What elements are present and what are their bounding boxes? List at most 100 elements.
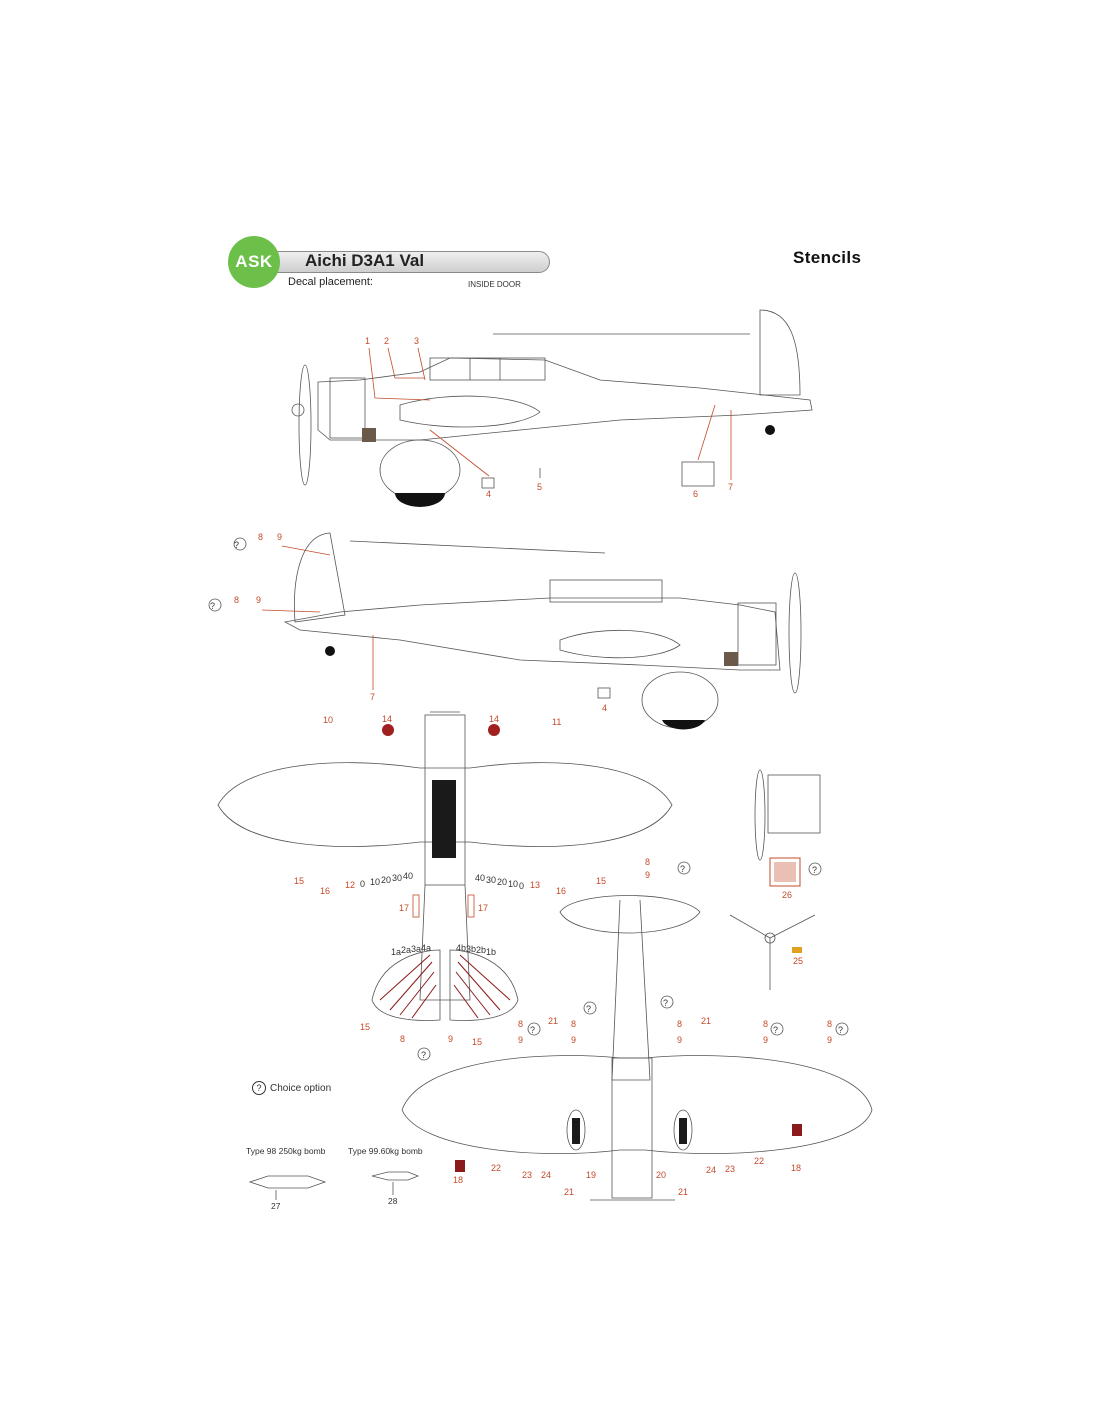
svg-text:8: 8 [234,595,239,605]
svg-text:7: 7 [370,692,375,702]
svg-text:19: 19 [586,1170,596,1180]
svg-text:8: 8 [400,1034,405,1044]
svg-text:9: 9 [448,1034,453,1044]
svg-text:15: 15 [294,876,304,886]
svg-text:3: 3 [414,336,419,346]
svg-text:9: 9 [677,1035,682,1045]
section-title: Stencils [793,248,862,267]
svg-text:20: 20 [381,875,391,885]
svg-text:23: 23 [522,1170,532,1180]
svg-text:16: 16 [320,886,330,896]
bomb-60-number: 28 [388,1196,398,1206]
page-title: Aichi D3A1 Val [305,251,425,270]
engine-detail: ? 26 [754,769,822,900]
svg-text:21: 21 [548,1016,558,1026]
svg-text:4a: 4a [421,943,431,953]
svg-text:30: 30 [392,873,402,883]
svg-text:4: 4 [602,703,607,713]
svg-text:11: 11 [552,717,561,727]
svg-text:20: 20 [656,1170,666,1180]
svg-text:24: 24 [541,1170,551,1180]
svg-text:?: ? [812,865,817,875]
svg-text:1: 1 [365,336,370,346]
svg-text:22: 22 [754,1156,764,1166]
svg-text:24: 24 [706,1165,716,1175]
svg-text:?: ? [680,864,685,874]
svg-text:25: 25 [793,956,803,966]
svg-text:14: 14 [489,714,499,724]
svg-text:0: 0 [360,879,365,889]
svg-text:20: 20 [497,877,507,887]
svg-text:21: 21 [678,1187,688,1197]
svg-text:8: 8 [645,857,650,867]
svg-text:8: 8 [258,532,263,542]
svg-text:26: 26 [782,890,792,900]
svg-text:?: ? [773,1025,778,1035]
bomb-250-number: 27 [271,1201,281,1211]
svg-text:23: 23 [725,1164,735,1174]
svg-text:12: 12 [345,880,355,890]
svg-text:14: 14 [382,714,392,724]
svg-text:10: 10 [323,715,333,725]
svg-text:0: 0 [519,881,524,891]
svg-text:17: 17 [478,903,488,913]
svg-text:13: 13 [530,880,540,890]
decal-placement-label: Decal placement: [288,276,373,288]
bomb-60-label: Type 99.60kg bomb [348,1146,423,1156]
svg-text:8: 8 [518,1019,523,1029]
svg-text:15: 15 [472,1037,482,1047]
svg-text:8: 8 [763,1019,768,1029]
svg-text:?: ? [421,1050,426,1060]
svg-text:18: 18 [453,1175,463,1185]
svg-text:21: 21 [564,1187,574,1197]
svg-text:8: 8 [827,1019,832,1029]
svg-text:9: 9 [256,595,261,605]
svg-text:9: 9 [827,1035,832,1045]
svg-text:6: 6 [693,489,698,499]
svg-text:3a: 3a [411,944,421,954]
bomb-250-label: Type 98 250kg bomb [246,1146,326,1156]
svg-text:?: ? [210,601,215,611]
svg-text:?: ? [838,1025,843,1035]
svg-text:7: 7 [728,482,733,492]
svg-text:8: 8 [677,1019,682,1029]
inside-door-label: INSIDE DOOR [468,280,521,289]
svg-text:?: ? [530,1025,535,1035]
svg-text:9: 9 [571,1035,576,1045]
svg-text:10: 10 [508,879,518,889]
svg-text:?: ? [663,998,668,1008]
svg-text:?: ? [586,1004,591,1014]
svg-text:?: ? [234,540,239,550]
svg-text:5: 5 [537,482,542,492]
svg-text:9: 9 [277,532,282,542]
svg-text:2: 2 [384,336,389,346]
svg-text:17: 17 [399,903,409,913]
underside-view: ? ? 21 8 9 8 9 ? 8 9 21 8 9 ? 8 9 ? 8 9 … [401,857,873,1201]
question-icon: ? [252,1081,266,1095]
ask-logo: ASK [228,236,280,288]
choice-legend-text: Choice option [270,1083,332,1094]
svg-text:15: 15 [596,876,606,886]
svg-text:15: 15 [360,1022,370,1032]
svg-text:3b: 3b [466,944,476,954]
svg-text:40: 40 [403,871,413,881]
propeller-detail: 25 [729,914,816,990]
svg-text:1b: 1b [486,947,496,957]
svg-text:8: 8 [571,1019,576,1029]
svg-text:9: 9 [518,1035,523,1045]
side-view-right: ? 8 9 ? 8 9 7 4 [208,532,802,730]
bomb-60kg [371,1171,420,1195]
choice-legend: ? Choice option [252,1081,331,1095]
svg-text:2a: 2a [401,945,411,955]
svg-text:30: 30 [486,875,496,885]
svg-text:2b: 2b [476,945,486,955]
svg-text:4: 4 [486,489,491,499]
svg-text:1a: 1a [391,947,401,957]
svg-text:18: 18 [791,1163,801,1173]
svg-text:10: 10 [370,877,380,887]
svg-text:16: 16 [556,886,566,896]
side-view-left: 1 2 3 4 5 6 7 [291,309,813,507]
bomb-250kg [248,1175,327,1200]
